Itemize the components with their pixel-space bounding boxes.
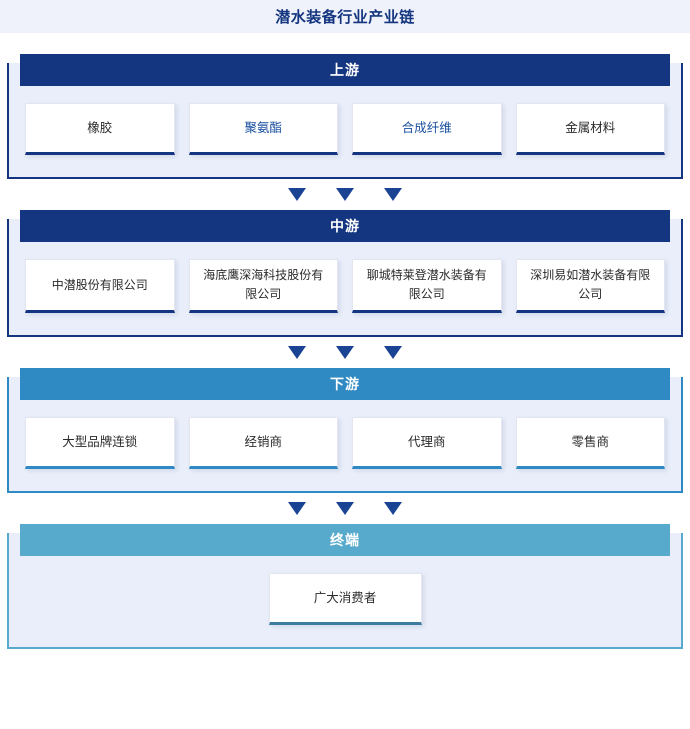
card-label: 经销商 — [244, 434, 282, 449]
card-label: 大型品牌连锁 — [62, 434, 138, 449]
card-upstream-3[interactable]: 合成纤维 — [352, 103, 502, 155]
section-body-terminal: 广大消费者 — [7, 556, 683, 649]
card-midstream-2[interactable]: 海底鹰深海科技股份有限公司 — [188, 259, 338, 313]
section-downstream: 下游 大型品牌连锁 经销商 代理商 零售商 — [7, 368, 683, 493]
arrow-separator-downstream-to-terminal — [0, 493, 690, 524]
card-label: 代理商 — [407, 434, 446, 449]
card-label: 中潜股份有限公司 — [51, 277, 148, 292]
card-upstream-2[interactable]: 聚氨酯 — [188, 103, 338, 155]
section-terminal: 终端 广大消费者 — [7, 524, 683, 649]
section-header-midstream: 中游 — [20, 210, 670, 242]
section-body-midstream: 中潜股份有限公司 海底鹰深海科技股份有限公司 聊城特莱登潜水装备有限公司 深圳易… — [7, 242, 683, 337]
card-label: 聚氨酯 — [244, 120, 282, 135]
triangle-down-icon — [336, 346, 354, 359]
card-downstream-1[interactable]: 大型品牌连锁 — [25, 417, 175, 469]
card-midstream-1[interactable]: 中潜股份有限公司 — [25, 259, 175, 313]
title-spacer — [0, 33, 690, 54]
section-header-label-upstream: 上游 — [330, 62, 360, 78]
card-terminal-1[interactable]: 广大消费者 — [268, 573, 422, 625]
triangle-down-icon — [288, 188, 306, 201]
triangle-down-icon — [288, 346, 306, 359]
card-downstream-2[interactable]: 经销商 — [188, 417, 338, 469]
section-header-upstream: 上游 — [20, 54, 670, 86]
card-label: 深圳易如潜水装备有限公司 — [530, 268, 651, 301]
card-midstream-3[interactable]: 聊城特莱登潜水装备有限公司 — [352, 259, 502, 313]
card-downstream-3[interactable]: 代理商 — [352, 417, 502, 469]
section-body-upstream: 橡胶 聚氨酯 合成纤维 金属材料 — [7, 86, 683, 179]
page-title-band: 潜水装备行业产业链 — [0, 0, 690, 33]
triangle-down-icon — [336, 502, 354, 515]
card-label: 广大消费者 — [313, 590, 377, 605]
card-label: 橡胶 — [87, 120, 113, 135]
section-midstream: 中游 中潜股份有限公司 海底鹰深海科技股份有限公司 聊城特莱登潜水装备有限公司 … — [7, 210, 683, 337]
section-header-label-terminal: 终端 — [330, 532, 360, 548]
card-downstream-4[interactable]: 零售商 — [515, 417, 665, 469]
triangle-down-icon — [384, 188, 402, 201]
section-body-downstream: 大型品牌连锁 经销商 代理商 零售商 — [7, 400, 683, 493]
section-header-label-midstream: 中游 — [330, 218, 360, 234]
card-label: 合成纤维 — [401, 120, 452, 135]
page-title: 潜水装备行业产业链 — [275, 9, 415, 26]
card-upstream-1[interactable]: 橡胶 — [25, 103, 175, 155]
section-upstream: 上游 橡胶 聚氨酯 合成纤维 金属材料 — [7, 54, 683, 179]
triangle-down-icon — [384, 502, 402, 515]
card-label: 金属材料 — [565, 120, 616, 135]
card-label: 聊城特莱登潜水装备有限公司 — [366, 268, 487, 301]
triangle-down-icon — [288, 502, 306, 515]
card-midstream-4[interactable]: 深圳易如潜水装备有限公司 — [515, 259, 665, 313]
card-label: 海底鹰深海科技股份有限公司 — [203, 268, 324, 301]
section-header-label-downstream: 下游 — [330, 376, 360, 392]
card-label: 零售商 — [571, 434, 609, 449]
triangle-down-icon — [384, 346, 402, 359]
arrow-separator-upstream-to-midstream — [0, 179, 690, 210]
triangle-down-icon — [336, 188, 354, 201]
arrow-separator-midstream-to-downstream — [0, 337, 690, 368]
card-upstream-4[interactable]: 金属材料 — [515, 103, 665, 155]
section-header-terminal: 终端 — [20, 524, 670, 556]
section-header-downstream: 下游 — [20, 368, 670, 400]
